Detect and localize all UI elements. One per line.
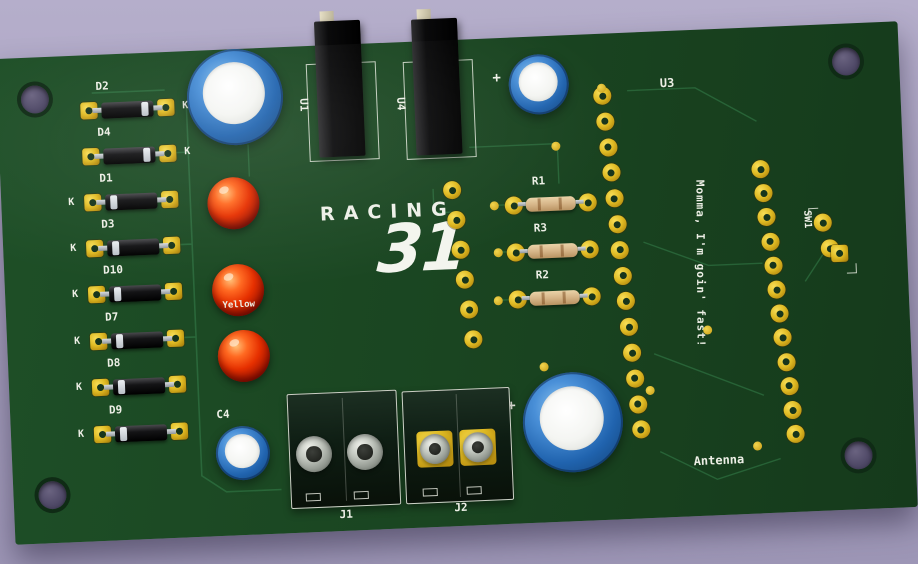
- capacitor-top: [538, 384, 606, 452]
- through-hole-pad: [628, 394, 648, 414]
- cathode-stripe: [113, 287, 122, 302]
- capacitor-top: [518, 62, 559, 102]
- capacitor-top: [201, 61, 266, 126]
- resistor-band: [537, 198, 542, 211]
- cathode-mark: K: [75, 381, 83, 394]
- silkscreen-mark: [305, 492, 322, 502]
- motto-text: Momma, I'm goin' fast!: [693, 179, 708, 348]
- connector-ref-u4: U4: [394, 96, 408, 111]
- resistor-ref: R3: [533, 221, 548, 235]
- resistor-band: [558, 197, 563, 210]
- cathode-mark: K: [68, 196, 75, 209]
- diode-body: [110, 331, 164, 350]
- capacitor-ref: C4: [216, 407, 230, 422]
- diode-ref: D9: [108, 403, 123, 417]
- cathode-stripe: [111, 241, 120, 256]
- diode-d10: D10 K: [72, 261, 183, 309]
- connector-u4: [410, 8, 463, 156]
- resistor-band: [562, 291, 566, 304]
- through-hole-pad: [595, 112, 615, 131]
- resistor-r2: R2: [507, 266, 602, 318]
- terminal-ref-j1: J1: [339, 507, 354, 522]
- silkscreen-mark: [353, 490, 369, 500]
- cathode-stripe: [117, 379, 126, 395]
- cathode-mark: K: [73, 335, 81, 348]
- diode-d4: D4 K: [81, 123, 190, 171]
- diode-ref: D3: [100, 217, 115, 231]
- terminal-screw: [295, 435, 333, 473]
- cathode-stripe: [141, 101, 149, 117]
- diode-d8: D8 K: [76, 353, 187, 401]
- connector-ref-u3: U3: [659, 75, 675, 91]
- cathode-mark: K: [77, 428, 85, 440]
- polarity-plus: +: [492, 69, 502, 87]
- connector-housing: [313, 19, 366, 158]
- through-hole-pad: [776, 352, 796, 372]
- resistor-r3: R3: [506, 219, 600, 271]
- diode-d7: D7 K: [74, 307, 185, 355]
- diode-body: [106, 238, 160, 257]
- through-hole-pad: [760, 232, 780, 251]
- diode-ref: D2: [95, 79, 109, 93]
- silkscreen-mark: [466, 486, 482, 495]
- diode-ref: D1: [99, 171, 113, 185]
- diode-d2: D2 K: [79, 77, 189, 125]
- diode-body: [104, 192, 158, 211]
- resistor-body: [525, 195, 577, 213]
- antenna-label: Antenna: [693, 452, 745, 469]
- pcb-board: D2 K D4 K D1 K D3 K D10: [0, 8, 918, 545]
- through-hole-pad: [598, 137, 618, 157]
- cathode-stripe: [119, 426, 128, 442]
- terminal-block-j1: [286, 389, 402, 510]
- resistor-band: [541, 292, 545, 305]
- silkscreen-bracket: [846, 263, 857, 274]
- brand-racing: RACING: [319, 197, 457, 226]
- resistor-ref: R2: [535, 268, 550, 282]
- resistor-ref: R1: [531, 174, 546, 188]
- resistor-body: [527, 242, 579, 259]
- diode-d3: D3 K: [70, 215, 181, 263]
- terminal-screw: [346, 433, 384, 471]
- resistor-band: [560, 244, 564, 257]
- terminal-block-j2: [401, 386, 515, 505]
- cathode-mark: K: [184, 146, 191, 158]
- diode-body: [101, 100, 154, 119]
- diode-body: [114, 424, 168, 443]
- connector-u1: [313, 10, 366, 158]
- cathode-stripe: [110, 195, 118, 210]
- connector-housing: [410, 17, 463, 156]
- diode-d1: D1 K: [68, 169, 179, 217]
- capacitor-top: [224, 432, 261, 469]
- resistor-body: [529, 289, 580, 306]
- connector-ref-u1: U1: [297, 97, 311, 112]
- through-hole-pad: [780, 376, 799, 396]
- silkscreen-mark: [422, 487, 438, 497]
- diode-body: [112, 377, 166, 396]
- through-hole-pad: [607, 214, 627, 234]
- cathode-mark: K: [69, 242, 77, 255]
- silkscreen-bracket: [808, 207, 819, 219]
- cathode-stripe: [115, 334, 124, 349]
- resistor-band: [539, 245, 544, 258]
- resistor-r1: R1: [504, 172, 598, 224]
- diode-ref: D4: [97, 125, 111, 139]
- diode-ref: D10: [102, 262, 124, 277]
- terminal-ref-j2: J2: [454, 500, 468, 515]
- cathode-stripe: [143, 147, 151, 162]
- diode-d9: D9 K: [78, 400, 189, 448]
- through-hole-pad: [763, 256, 783, 275]
- diode-ref: D8: [106, 356, 121, 370]
- diode-body: [108, 284, 162, 303]
- diode-ref: D7: [104, 310, 119, 324]
- diode-body: [103, 146, 156, 165]
- cathode-mark: K: [71, 288, 79, 301]
- through-hole-pad: [830, 244, 849, 263]
